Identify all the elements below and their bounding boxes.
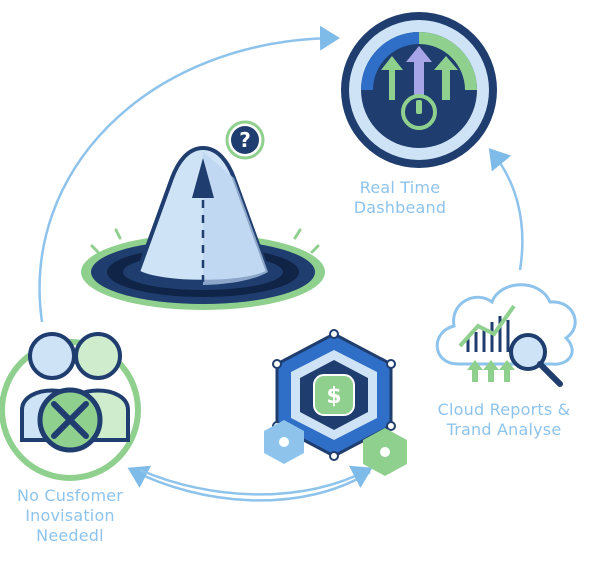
center-cone-node: ?: [81, 120, 325, 310]
dashboard-label-line-1: Real Time: [359, 178, 441, 197]
customer-label-line-1: No Cusfomer: [16, 486, 124, 505]
dollar-icon: $: [313, 374, 355, 416]
customer-node: [0, 332, 141, 481]
billing-node: $: [264, 329, 407, 476]
small-hexagon-blue: [264, 420, 304, 464]
cloud-label: Cloud Reports & Trand Analyse: [414, 400, 593, 440]
question-mark-text: ?: [239, 128, 251, 152]
power-gauge-icon: [401, 94, 437, 130]
customer-label: No Cusfomer Inovisation Neededl: [0, 486, 140, 546]
upload-arrows-icon: [467, 360, 515, 382]
arrow-customer-to-dashboard: [38, 25, 340, 323]
cloud-label-line-1: Cloud Reports &: [437, 400, 571, 419]
dashboard-node: [341, 12, 497, 168]
upward-arrows-icon: [381, 46, 458, 100]
dollar-symbol: $: [326, 384, 341, 409]
dashboard-label: Real Time Dashbeand: [330, 178, 470, 218]
customer-label-line-3: Neededl: [36, 526, 104, 545]
customer-label-line-2: Inovisation: [25, 506, 115, 525]
dashboard-label-line-2: Dashbeand: [353, 198, 447, 217]
arrow-customer-to-billing: [139, 465, 373, 496]
sparkle-lines: [90, 228, 320, 254]
question-mark-icon: ?: [225, 120, 265, 160]
magnifier-icon: [509, 333, 563, 387]
arrow-billing-to-customer: [127, 465, 371, 502]
cloud-label-line-2: Trand Analyse: [446, 420, 562, 439]
trend-chart-icon: [458, 304, 516, 352]
cancel-x-icon: [37, 387, 103, 453]
arrow-cloud-to-dashboard: [488, 148, 524, 271]
cloud-node: [435, 283, 577, 387]
cycle-arrows: [38, 25, 524, 502]
small-hexagon-green: [363, 428, 407, 476]
